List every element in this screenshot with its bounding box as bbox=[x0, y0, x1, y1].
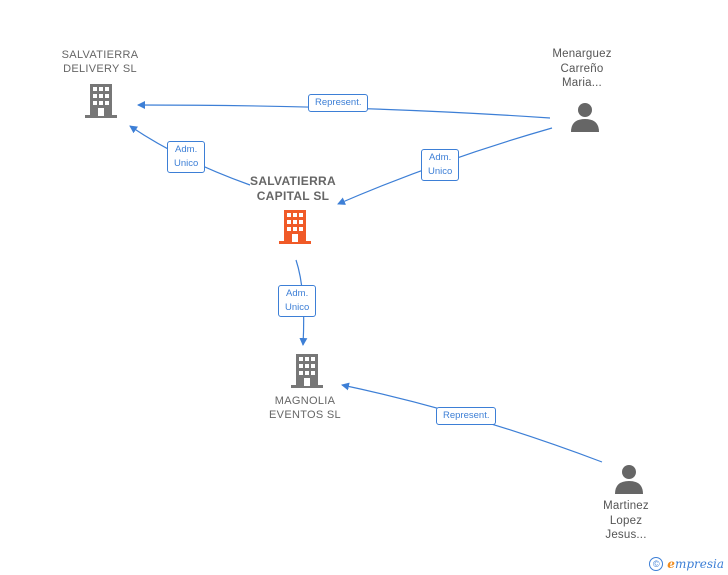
footer-brand: © empresia bbox=[649, 557, 724, 571]
building-icon[interactable] bbox=[291, 354, 323, 388]
node-label-martinez[interactable]: Martinez Lopez Jesus... bbox=[603, 500, 649, 541]
node-label-magnolia-eventos[interactable]: MAGNOLIA EVENTOS SL bbox=[269, 395, 341, 421]
edge-label-menarguez-delivery[interactable]: Represent. bbox=[308, 94, 369, 112]
building-main-icon[interactable] bbox=[279, 210, 311, 244]
node-label-salvatierra-capital[interactable]: SALVATIERRA CAPITAL SL bbox=[250, 174, 336, 203]
person-icon[interactable] bbox=[614, 464, 644, 494]
edge-label-martinez-magnolia[interactable]: Represent. bbox=[436, 407, 497, 425]
brand-logo[interactable]: empresia bbox=[667, 557, 724, 571]
edge-label-menarguez-capital[interactable]: Adm. Unico bbox=[421, 149, 460, 181]
node-label-menarguez[interactable]: Menarguez Carreño Maria... bbox=[552, 48, 612, 89]
node-label-salvatierra-delivery[interactable]: SALVATIERRA DELIVERY SL bbox=[61, 49, 139, 75]
building-icon[interactable] bbox=[85, 84, 117, 118]
person-icon[interactable] bbox=[570, 102, 600, 132]
edge-label-capital-magnolia[interactable]: Adm. Unico bbox=[278, 285, 317, 317]
copyright-icon: © bbox=[649, 557, 664, 571]
edge-label-capital-delivery[interactable]: Adm. Unico bbox=[167, 141, 206, 173]
